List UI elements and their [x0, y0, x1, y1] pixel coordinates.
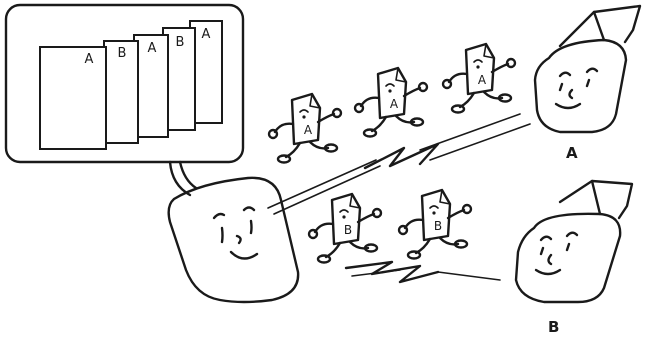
- page-char-b-2: B: [399, 190, 471, 259]
- page-char-a-3: A: [443, 44, 515, 113]
- packet-letter: B: [344, 223, 352, 237]
- page-letter: B: [176, 35, 185, 50]
- page-char-a-1: A: [269, 94, 341, 163]
- printer-b: B: [516, 181, 632, 336]
- page-letter: A: [148, 41, 157, 56]
- page-2: B: [104, 41, 138, 143]
- packet-letter: A: [304, 123, 313, 137]
- printer-b-label: B: [548, 318, 559, 336]
- printer-a-label: A: [566, 144, 578, 162]
- document-stack-bubble: A B A B A: [6, 5, 243, 195]
- page-char-b-1: B: [309, 194, 381, 263]
- packet-letter: A: [478, 73, 487, 87]
- page-char-a-2: A: [355, 68, 427, 137]
- printer-a: A: [535, 6, 640, 162]
- packet-letter: B: [434, 219, 442, 233]
- packet-letter: A: [390, 97, 399, 111]
- page-letter: B: [118, 46, 127, 61]
- page-1: A: [40, 47, 106, 149]
- link-to-printer-b: [346, 262, 500, 282]
- page-3: A: [134, 35, 168, 137]
- computer-character: [169, 178, 298, 302]
- page-letter: A: [202, 27, 211, 42]
- page-letter: A: [85, 52, 94, 67]
